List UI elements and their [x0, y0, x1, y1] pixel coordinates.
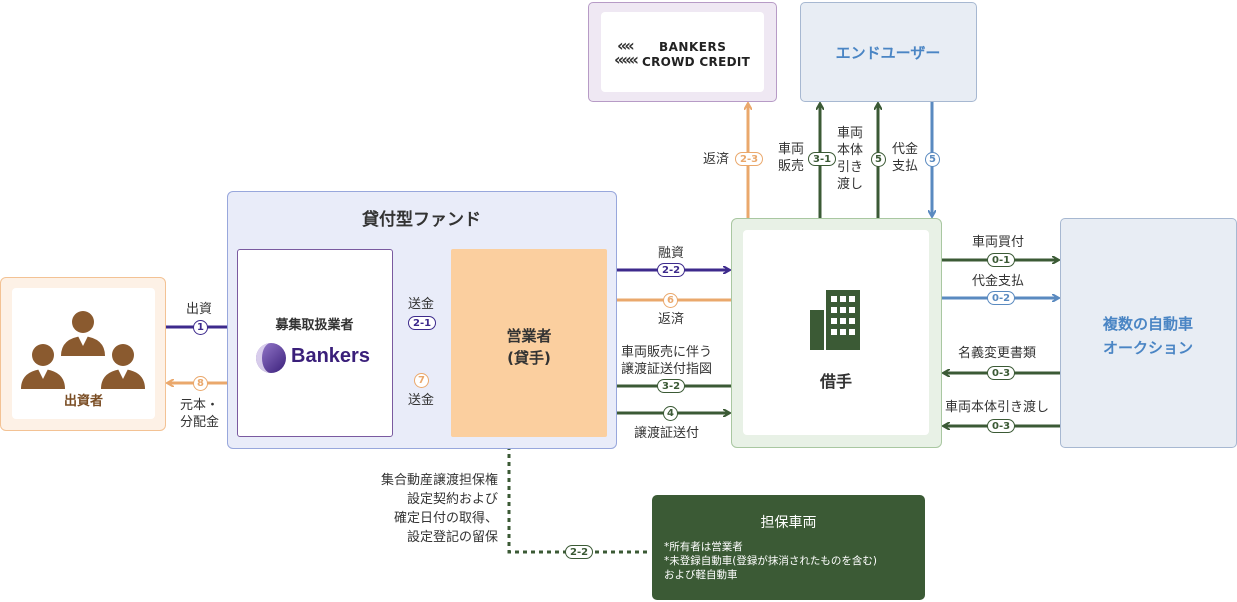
return-principal-label-line1: 元本・ — [180, 398, 220, 413]
repay-bcc-badge: 2-3 — [735, 152, 764, 166]
borrower-box: 借手 — [731, 218, 942, 448]
bcc-chevrons-icon: ««««« — [614, 36, 639, 69]
end-user-box: エンドユーザー — [800, 2, 977, 102]
car-sale-char: 売 — [791, 159, 805, 174]
end-user-label: エンドユーザー — [835, 44, 941, 62]
car-delivery-char: し — [850, 177, 864, 192]
collateral-note-3: および軽自動車 — [664, 569, 738, 581]
repay-bcc-label: 返済 — [703, 152, 730, 167]
transfer-out-badge: 7 — [414, 373, 429, 388]
collateral-note-2: *未登録自動車(登録が抹消されたものを含む) — [664, 555, 877, 567]
solicitor-box: 募集取扱業者 Bankers — [237, 249, 393, 437]
security-line-4: 設定登記の留保 — [406, 530, 498, 545]
car-sale-char: 両 — [791, 142, 805, 157]
return-principal-badge: 8 — [193, 376, 208, 391]
car-delivery-char: 本 — [837, 143, 851, 158]
loan-label: 融資 — [658, 246, 685, 261]
return-principal-label-line2: 分配金 — [180, 415, 220, 430]
car-sale-badge: 3-1 — [808, 152, 837, 166]
car-body-delivery-badge: 0-3 — [987, 419, 1016, 433]
bankers-logo: Bankers — [254, 342, 384, 374]
solicitor-label: 募集取扱業者 — [275, 318, 354, 333]
payment-auction-badge: 0-2 — [987, 291, 1016, 305]
building-icon — [810, 290, 860, 350]
payment-enduser-char: 払 — [905, 159, 919, 174]
auction-box: 複数の自動車 オークション — [1060, 218, 1237, 448]
auction-label-line2: オークション — [1102, 339, 1193, 357]
title-docs-label: 名義変更書類 — [958, 346, 1037, 361]
car-delivery-badge: 5 — [871, 152, 886, 167]
payment-enduser-char: 代 — [892, 142, 906, 157]
security-line-3: 確定日付の取得、 — [393, 511, 498, 526]
bankers-logo-icon — [256, 343, 286, 373]
auction-label-line1: 複数の自動車 — [1102, 315, 1193, 333]
bcc-box: ««««« BANKERS CROWD CREDIT — [588, 2, 777, 102]
doc-instruction-label-line2: 譲渡証送付指図 — [621, 362, 713, 377]
bcc-inner: ««««« BANKERS CROWD CREDIT — [601, 12, 764, 92]
loan-badge: 2-2 — [657, 263, 686, 277]
payment-enduser-badge: 5 — [925, 152, 940, 167]
collateral-title: 担保車両 — [760, 515, 817, 531]
collateral-note-1: *所有者は営業者 — [664, 541, 743, 553]
car-delivery-char: 車 — [837, 126, 851, 141]
investors-inner: 出資者 — [12, 288, 155, 419]
title-docs-badge: 0-3 — [987, 366, 1016, 380]
operator-label-line2: (貸手) — [507, 349, 551, 367]
car-sale-char: 車 — [778, 142, 792, 157]
bcc-logo-line1: BANKERS — [659, 40, 727, 54]
invest-label: 出資 — [186, 302, 213, 317]
car-delivery-char: 引 — [837, 160, 851, 175]
operator-box: 営業者 (貸手) — [451, 249, 607, 437]
car-delivery-char: 両 — [850, 126, 864, 141]
bcc-logo-line2: CROWD CREDIT — [642, 55, 751, 69]
doc-instruction-badge: 3-2 — [657, 379, 686, 393]
payment-enduser-char: 支 — [892, 159, 906, 174]
people-icon — [21, 311, 145, 389]
arrow-security — [507, 438, 651, 554]
car-body-delivery-label: 車両本体引き渡し — [945, 400, 1050, 415]
car-delivery-char: 体 — [850, 143, 864, 158]
car-purchase-badge: 0-1 — [987, 253, 1016, 267]
payment-enduser-label: 代 金 支 払 — [892, 141, 918, 175]
car-delivery-label: 車 両 本 体 引 き 渡 し — [837, 125, 863, 193]
invest-badge: 1 — [193, 320, 208, 335]
doc-send-badge: 4 — [663, 406, 678, 421]
transfer-in-badge: 2-1 — [408, 316, 437, 330]
bankers-logo-text: Bankers — [291, 345, 370, 367]
borrower-inner: 借手 — [743, 230, 929, 435]
car-purchase-label: 車両買付 — [972, 235, 1025, 250]
car-sale-label: 車 両 販 売 — [778, 141, 804, 175]
repay-badge: 6 — [663, 293, 678, 308]
payment-enduser-char: 金 — [905, 142, 919, 157]
investors-label: 出資者 — [63, 394, 103, 409]
car-sale-char: 販 — [778, 159, 792, 174]
payment-auction-label: 代金支払 — [972, 274, 1025, 289]
investors-box: 出資者 — [0, 277, 166, 431]
car-delivery-char: き — [850, 160, 864, 175]
car-delivery-char: 渡 — [837, 177, 851, 192]
doc-instruction-label-line1: 車両販売に伴う — [621, 345, 713, 360]
doc-send-label: 譲渡証送付 — [634, 426, 700, 441]
security-line-1: 集合動産譲渡担保権 — [380, 473, 498, 488]
security-line-2: 設定契約および — [406, 492, 498, 507]
transfer-in-label: 送金 — [408, 297, 435, 312]
security-badge: 2-2 — [565, 545, 594, 559]
fund-title: 貸付型ファンド — [362, 210, 481, 230]
borrower-label: 借手 — [819, 372, 852, 391]
collateral-box: 担保車両 *所有者は営業者 *未登録自動車(登録が抹消されたものを含む) および… — [652, 495, 925, 600]
transfer-out-label: 送金 — [408, 393, 435, 408]
repay-label: 返済 — [658, 312, 685, 327]
operator-label-line1: 営業者 — [506, 327, 552, 345]
